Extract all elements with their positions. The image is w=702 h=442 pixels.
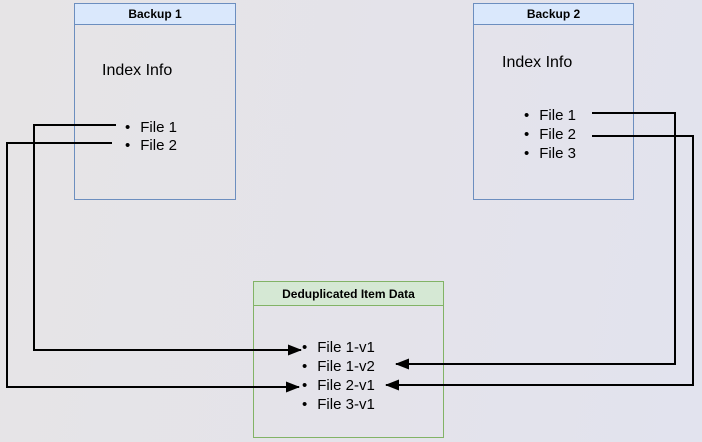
list-item: • File 2-v1 (302, 376, 375, 395)
bullet-icon: • (302, 339, 308, 356)
backup2-file2-label: File 2 (539, 126, 576, 143)
list-item: • File 3 (524, 144, 576, 163)
dedup-box: Deduplicated Item Data • File 1-v1 • Fil… (253, 281, 444, 438)
bullet-icon: • (524, 126, 530, 143)
backup2-file3-label: File 3 (539, 145, 576, 162)
list-item: • File 1-v2 (302, 357, 375, 376)
list-item: • File 1 (125, 118, 177, 136)
list-item: • File 2 (125, 136, 177, 154)
backup1-box: Backup 1 Index Info • File 1 • File 2 (74, 3, 236, 200)
backup2-file1-label: File 1 (539, 107, 576, 124)
backup1-file1-label: File 1 (140, 118, 177, 136)
list-item: • File 1 (524, 106, 576, 125)
dedup-file1v1-label: File 1-v1 (317, 339, 375, 356)
bullet-icon: • (125, 118, 131, 136)
dedup-title: Deduplicated Item Data (282, 286, 415, 301)
bullet-icon: • (302, 396, 308, 413)
backup1-title: Backup 1 (128, 7, 182, 21)
list-item: • File 1-v1 (302, 338, 375, 357)
backup1-file2-label: File 2 (140, 136, 177, 154)
backup2-box: Backup 2 Index Info • File 1 • File 2 • … (473, 3, 634, 200)
dedup-header: Deduplicated Item Data (254, 282, 443, 306)
list-item: • File 2 (524, 125, 576, 144)
bullet-icon: • (302, 358, 308, 375)
dedup-item-list: • File 1-v1 • File 1-v2 • File 2-v1 • Fi… (302, 338, 375, 414)
backup2-header: Backup 2 (474, 4, 633, 25)
bullet-icon: • (302, 377, 308, 394)
backup1-file-list: • File 1 • File 2 (125, 118, 177, 154)
list-item: • File 3-v1 (302, 395, 375, 414)
bullet-icon: • (524, 145, 530, 162)
backup1-index-info-label: Index Info (102, 62, 173, 79)
backup2-index-info-label: Index Info (502, 54, 573, 71)
backup2-title: Backup 2 (526, 7, 581, 21)
backup1-header: Backup 1 (75, 4, 235, 25)
bullet-icon: • (524, 107, 530, 124)
dedup-file3v1-label: File 3-v1 (317, 396, 375, 413)
backup2-file-list: • File 1 • File 2 • File 3 (524, 106, 576, 163)
bullet-icon: • (125, 136, 131, 154)
dedup-file1v2-label: File 1-v2 (317, 358, 375, 375)
dedup-file2v1-label: File 2-v1 (317, 377, 375, 394)
